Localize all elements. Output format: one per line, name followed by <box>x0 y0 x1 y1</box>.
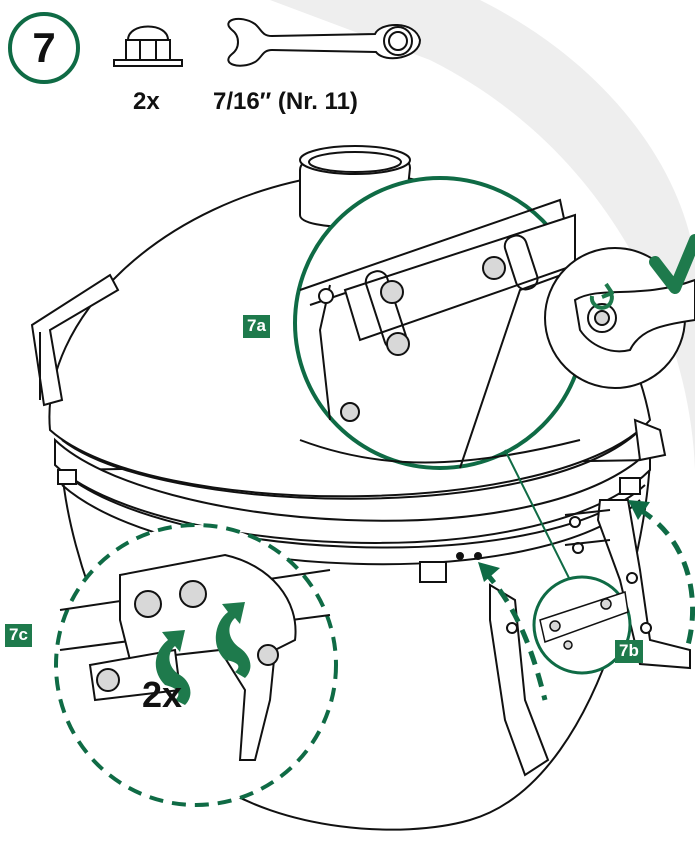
rotate-arrow-icon <box>589 282 614 310</box>
detail-7a <box>293 176 587 470</box>
movement-arrows <box>483 507 695 701</box>
checkmark-icon <box>649 234 695 294</box>
step-number-badge: 7 <box>8 12 80 84</box>
combination-wrench-icon <box>227 17 422 67</box>
detail-label-7b: 7b <box>615 640 643 663</box>
detail-connector <box>504 449 576 591</box>
detail-label-7c: 7c <box>5 624 32 647</box>
cap-nut-icon <box>113 25 183 67</box>
nut-quantity-label: 2x <box>133 88 160 115</box>
detail-7b <box>532 575 632 675</box>
arrow-heads <box>478 500 650 582</box>
tighten-detail <box>544 247 695 389</box>
curl-arrows <box>155 602 251 705</box>
detail-label-7a: 7a <box>243 315 270 338</box>
wrench-size-label: 7/16″ (Nr. 11) <box>213 88 358 115</box>
detail-quantity-label: 2x <box>142 674 183 715</box>
step-number: 7 <box>32 24 56 71</box>
background-arc <box>270 0 695 470</box>
detail-7c <box>54 523 338 807</box>
